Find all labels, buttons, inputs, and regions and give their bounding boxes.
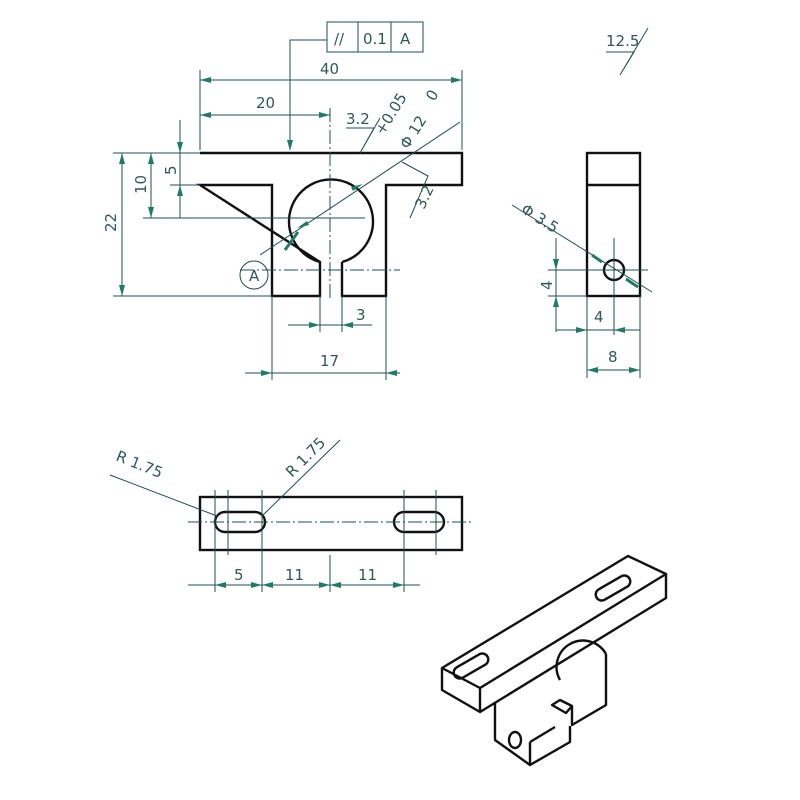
- dim-40: 40: [320, 60, 339, 78]
- dim-22: 22: [102, 213, 120, 232]
- datum-label: A: [249, 267, 260, 285]
- dim-4-horizontal: 4: [594, 308, 604, 326]
- dim-17: 17: [320, 352, 339, 370]
- dim-11-b: 11: [358, 566, 377, 584]
- parallelism-symbol: //: [334, 30, 345, 48]
- datum-ref: A: [400, 30, 411, 48]
- general-surface-finish: 12.5: [606, 27, 649, 76]
- dim-5: 5: [162, 165, 180, 175]
- surface-finish-2: 3.2: [411, 182, 437, 211]
- top-view: 5 11 11 R 1.75 R 1.75: [109, 434, 474, 592]
- isometric-view: [440, 554, 668, 767]
- dim-20: 20: [256, 94, 275, 112]
- side-view: Φ 3.5 4 4 8: [511, 151, 653, 378]
- general-surface-finish-value: 12.5: [606, 32, 639, 50]
- feature-control-frame: // 0.1 A: [287, 21, 424, 151]
- dim-5-top: 5: [234, 566, 244, 584]
- surface-finish-1: 3.2: [346, 110, 370, 128]
- radius-1: R 1.75: [114, 447, 166, 482]
- hole-diameter: Φ 3.5: [518, 200, 562, 237]
- dim-11-a: 11: [285, 566, 304, 584]
- dim-10: 10: [132, 175, 150, 194]
- bore-diameter: Φ 12: [396, 112, 430, 152]
- dim-4-vertical: 4: [538, 280, 556, 290]
- dim-8: 8: [608, 348, 618, 366]
- dim-3: 3: [356, 306, 366, 324]
- tolerance-value: 0.1: [363, 30, 387, 48]
- bore-tol-lower: 0: [422, 86, 442, 104]
- front-view: 40 20 22 10 5 +0.05 Φ 12 0 3.2 3.2 A 3: [102, 60, 464, 380]
